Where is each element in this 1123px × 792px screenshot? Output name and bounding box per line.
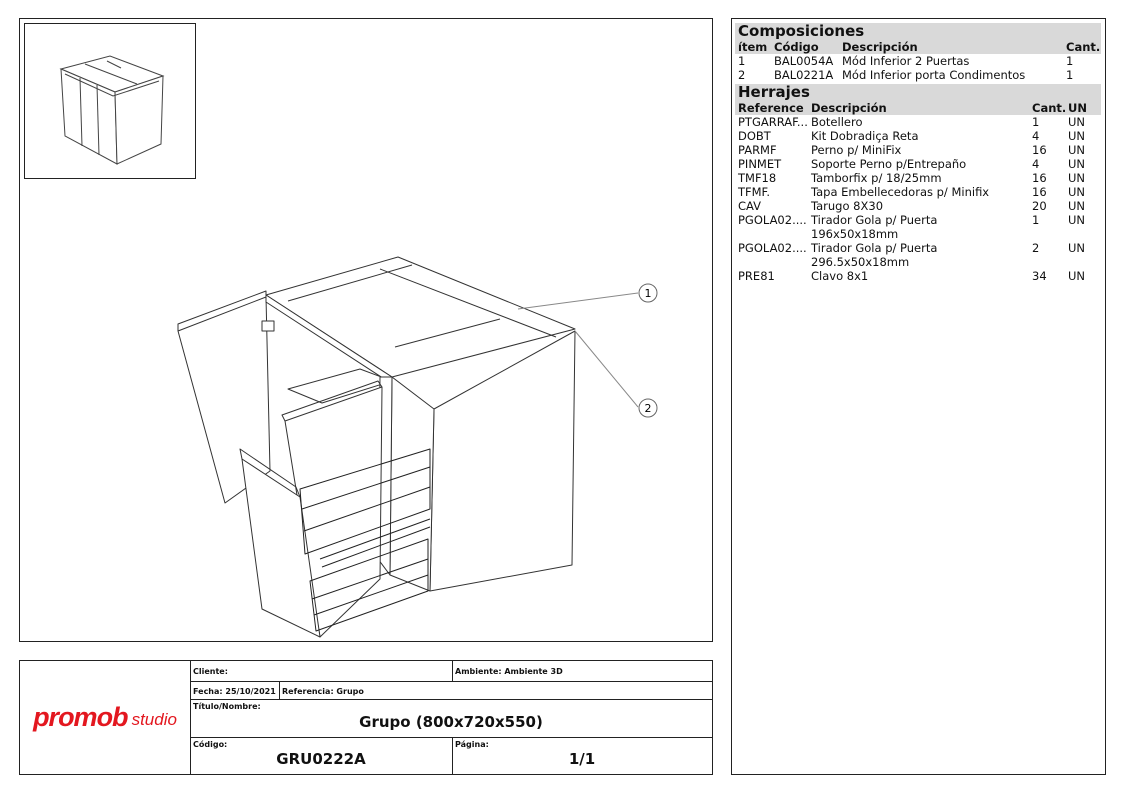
hardware-header-0: Reference	[735, 101, 808, 115]
composition-row: 2 BAL0221A Mód Inferior porta Condimentos 1	[735, 68, 1101, 82]
callout-1: 1	[638, 283, 658, 303]
pagina-label: Página:	[455, 740, 489, 749]
cabinet-drawing: 1 2	[177, 256, 658, 638]
hardware-cell: Botellero	[811, 115, 863, 129]
hardware-title: Herrajes	[735, 84, 1101, 101]
codigo-value: GRU0222A	[276, 750, 366, 768]
hardware-cell: 34	[1032, 269, 1047, 283]
hardware-cell: UN	[1068, 213, 1086, 227]
hardware-header-2: Cant.	[1029, 101, 1065, 115]
hardware-cell: Tirador Gola p/ Puerta 196x50x18mm	[811, 213, 938, 241]
hardware-cell: TMF18	[738, 171, 777, 185]
hardware-cell: UN	[1068, 171, 1086, 185]
hardware-cell: 16	[1032, 171, 1047, 185]
referencia-label: Referencia: Grupo	[282, 687, 364, 696]
hardware-cell: PGOLA02....	[738, 241, 807, 255]
composition-cell: 2	[738, 68, 746, 82]
hardware-cell: PARMF	[738, 143, 777, 157]
cliente-label: Cliente:	[193, 667, 228, 676]
composition-cell: 1	[1066, 68, 1074, 82]
hardware-cell: 16	[1032, 185, 1047, 199]
hardware-row: DOBT Kit Dobradiça Reta 4 UN	[735, 129, 1101, 143]
composition-cell: BAL0221A	[774, 68, 834, 82]
hardware-row: PRE81 Clavo 8x1 34 UN	[735, 269, 1101, 283]
hardware-cell: PGOLA02....	[738, 213, 807, 227]
hardware-cell: Clavo 8x1	[811, 269, 869, 283]
composition-header-2: Descripción	[839, 40, 1063, 54]
composition-cell: Mód Inferior porta Condimentos	[842, 68, 1026, 82]
hardware-row: PGOLA02.... Tirador Gola p/ Puerta 196x50…	[735, 213, 1101, 241]
thumbnail-view	[24, 23, 196, 179]
hardware-cell: UN	[1068, 269, 1086, 283]
codigo-label: Código:	[193, 740, 228, 749]
titulo-value: Grupo (800x720x550)	[359, 713, 543, 731]
hardware-cell: TFMF.	[738, 185, 770, 199]
hardware-cell: PINMET	[738, 157, 782, 171]
hardware-cell: UN	[1068, 241, 1086, 255]
fecha-label: Fecha: 25/10/2021	[193, 687, 276, 696]
compositions-title: Composiciones	[735, 23, 1101, 40]
promob-logo: promob studio	[20, 661, 190, 774]
hardware-cell: 4	[1032, 129, 1040, 143]
hardware-cell: 20	[1032, 199, 1047, 213]
hardware-cell: PTGARRAF...	[738, 115, 808, 129]
hardware-row: TMF18 Tamborfix p/ 18/25mm 16 UN	[735, 171, 1101, 185]
hardware-cell: Tarugo 8X30	[811, 199, 884, 213]
hardware-header-1: Descripción	[808, 101, 1029, 115]
titulo-label: Título/Nombre:	[193, 702, 261, 711]
hardware-cell: CAV	[738, 199, 762, 213]
composition-cell: 1	[738, 54, 746, 68]
hardware-row: PARMF Perno p/ MiniFix 16 UN	[735, 143, 1101, 157]
pagina-value: 1/1	[568, 750, 596, 768]
logo-main: promob	[33, 702, 128, 732]
callout-2: 2	[638, 398, 658, 418]
composition-header-0: ítem	[735, 40, 771, 54]
hardware-cell: Tapa Embellecedoras p/ Minifix	[811, 185, 990, 199]
hardware-cell: UN	[1068, 199, 1086, 213]
hardware-cell: PRE81	[738, 269, 775, 283]
thumbnail-cabinet	[59, 55, 165, 165]
hardware-cell: Tirador Gola p/ Puerta 296.5x50x18mm	[811, 241, 938, 269]
hardware-cell: 1	[1032, 115, 1040, 129]
hardware-cell: Kit Dobradiça Reta	[811, 129, 919, 143]
hardware-cell: UN	[1068, 157, 1086, 171]
hardware-cell: UN	[1068, 185, 1086, 199]
hardware-cell: Perno p/ MiniFix	[811, 143, 902, 157]
hardware-row: PGOLA02.... Tirador Gola p/ Puerta 296.5x…	[735, 241, 1101, 269]
composition-cell: Mód Inferior 2 Puertas	[842, 54, 970, 68]
hardware-cell: UN	[1068, 143, 1086, 157]
logo-sub: studio	[131, 709, 177, 729]
hardware-cell: UN	[1068, 129, 1086, 143]
hardware-row: PINMET Soporte Perno p/Entrepaño 4 UN	[735, 157, 1101, 171]
hardware-row: PTGARRAF...Botellero 1 UN	[735, 115, 1101, 129]
hardware-cell: DOBT	[738, 129, 771, 143]
hardware-cell: 1	[1032, 213, 1040, 227]
composition-header-1: Código	[771, 40, 839, 54]
title-block: promob studio Cliente: Ambiente: Ambient…	[19, 660, 713, 775]
hardware-header-3: UN	[1065, 101, 1101, 115]
hardware-cell: 2	[1032, 241, 1040, 255]
hardware-cell: 16	[1032, 143, 1047, 157]
drawing-area: 1 2	[19, 18, 713, 642]
hardware-cell: UN	[1068, 115, 1086, 129]
svg-text:2: 2	[645, 402, 652, 415]
ambiente-label: Ambiente: Ambiente 3D	[455, 667, 563, 676]
composition-row: 1 BAL0054A Mód Inferior 2 Puertas 1	[735, 54, 1101, 68]
hardware-cell: 4	[1032, 157, 1040, 171]
hardware-cell: Tamborfix p/ 18/25mm	[811, 171, 942, 185]
composition-cell: 1	[1066, 54, 1074, 68]
hardware-row: CAV Tarugo 8X30 20 UN	[735, 199, 1101, 213]
hardware-cell: Soporte Perno p/Entrepaño	[811, 157, 967, 171]
composition-header-3: Cant.	[1063, 40, 1101, 54]
hardware-row: TFMF. Tapa Embellecedoras p/ Minifix 16 UN	[735, 185, 1101, 199]
composition-cell: BAL0054A	[774, 54, 834, 68]
svg-text:1: 1	[645, 287, 652, 300]
